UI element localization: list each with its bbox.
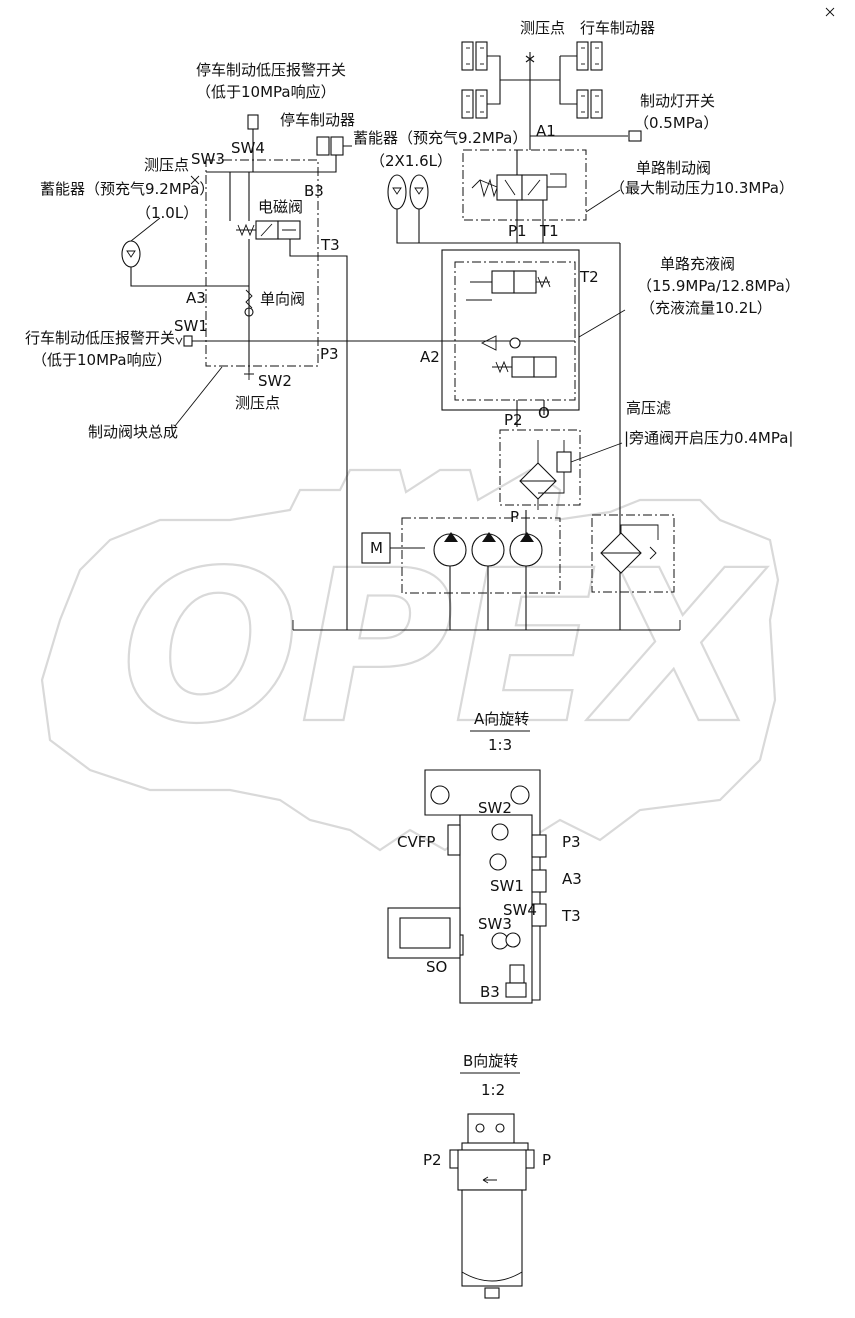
label-solenoid-valve: 电磁阀 <box>258 198 303 216</box>
label-test-point-left: 测压点 <box>144 156 189 174</box>
label-brake-light-switch-2: （0.5MPa） <box>634 114 718 132</box>
view-a-CVFP: CVFP <box>397 833 435 851</box>
view-a-SW2: SW2 <box>478 799 512 817</box>
view-b-scale: 1:2 <box>481 1081 505 1099</box>
label-accumulator-top-1: 蓄能器（预充气9.2MPa） <box>353 129 527 147</box>
port-SW1: SW1 <box>174 317 208 335</box>
brake-light-switch: 制动灯开关 （0.5MPa） A1 <box>530 92 718 142</box>
view-a-T3: T3 <box>561 907 581 925</box>
parking-brake: 停车制动器 停车制动低压报警开关 （低于10MPa响应） <box>196 61 355 173</box>
label-motor: M <box>370 539 383 557</box>
port-SW3: SW3 <box>191 150 225 168</box>
port-T3: T3 <box>320 236 340 254</box>
view-a-SO: SO <box>426 958 447 976</box>
view-b-P2: P2 <box>423 1151 442 1169</box>
label-test-point-top: 测压点 <box>520 19 565 37</box>
label-service-brake-top: 行车制动器 <box>580 19 655 37</box>
label-check-valve: 单向阀 <box>260 290 305 308</box>
label-hp-filter-1: 高压滤 <box>626 399 671 417</box>
charging-valve: T2 A2 P2 O 单路充液阀 （15.9MPa/12.8MPa） （充液流量… <box>420 243 800 630</box>
label-brake-block-assembly: 制动阀块总成 <box>88 423 178 441</box>
brake-caliper-bl <box>461 89 488 119</box>
port-O: O <box>538 404 550 422</box>
brake-caliper-tl <box>461 41 488 71</box>
view-a-SW3: SW3 <box>478 915 512 933</box>
view-a: A向旋转 1:3 SW2 CVFP P3 SW1 A3 SW4 T3 SW3 S… <box>387 710 582 1004</box>
label-parking-low-switch-2: （低于10MPa响应） <box>196 83 336 101</box>
label-hp-filter-2: |旁通阀开启压力0.4MPa| <box>624 429 793 447</box>
view-b: B向旋转 1:2 P2 P <box>423 1052 551 1299</box>
accumulators-top: 蓄能器（预充气9.2MPa） （2X1.6L） <box>353 129 620 244</box>
port-SW4: SW4 <box>231 139 265 157</box>
label-charging-valve-2: （15.9MPa/12.8MPa） <box>637 277 800 295</box>
view-b-P: P <box>542 1151 551 1169</box>
view-a-scale: 1:3 <box>488 736 512 754</box>
port-SW2: SW2 <box>258 372 292 390</box>
single-brake-valve: P1 T1 单路制动阀 （最大制动压力10.3MPa） <box>462 149 794 243</box>
port-B3: B3 <box>304 182 324 200</box>
view-a-title: A向旋转 <box>474 710 529 728</box>
port-A2: A2 <box>420 348 440 366</box>
port-P1: P1 <box>508 222 527 240</box>
port-P3: P3 <box>320 345 339 363</box>
pump-group: M <box>292 510 681 631</box>
label-test-point-bottom: 测压点 <box>235 394 280 412</box>
service-low-switch: 行车制动低压报警开关 （低于10MPa响应） <box>25 329 193 369</box>
view-b-title: B向旋转 <box>463 1052 518 1070</box>
label-parking-low-switch-1: 停车制动低压报警开关 <box>196 61 346 79</box>
label-service-low-switch-2: （低于10MPa响应） <box>32 351 172 369</box>
label-charging-valve-3: （充液流量10.2L） <box>640 299 772 317</box>
port-T1: T1 <box>539 222 559 240</box>
view-a-P3: P3 <box>562 833 581 851</box>
service-brakes: 测压点 行车制动器 <box>461 19 655 150</box>
label-charging-valve-1: 单路充液阀 <box>660 255 735 273</box>
view-a-A3: A3 <box>562 870 582 888</box>
return-filter <box>591 514 675 593</box>
port-A1: A1 <box>536 122 556 140</box>
watermark: OPEX <box>40 468 780 852</box>
port-P: P <box>510 508 519 526</box>
view-a-SW1: SW1 <box>490 877 524 895</box>
label-single-brake-valve-2: （最大制动压力10.3MPa） <box>610 179 794 197</box>
port-P2: P2 <box>504 411 523 429</box>
brake-valve-block: SW3 SW4 B3 T3 A3 SW1 P3 SW2 电磁阀 单向阀 测压点 … <box>88 139 442 630</box>
brake-caliper-tr <box>576 41 603 71</box>
view-a-B3: B3 <box>480 983 500 1001</box>
hp-filter: 高压滤 |旁通阀开启压力0.4MPa| P <box>499 399 793 526</box>
label-accumulator-left-2: （1.0L） <box>136 204 198 222</box>
view-a-SW4: SW4 <box>503 901 537 919</box>
label-brake-light-switch-1: 制动灯开关 <box>640 92 715 110</box>
corner-mark <box>825 7 835 17</box>
port-A3: A3 <box>186 289 206 307</box>
accumulator-left: 蓄能器（预充气9.2MPa） （1.0L） 测压点 <box>40 156 214 287</box>
label-accumulator-left-1: 蓄能器（预充气9.2MPa） <box>40 180 214 198</box>
label-parking-brake: 停车制动器 <box>280 111 355 129</box>
label-service-low-switch-1: 行车制动低压报警开关 <box>25 329 175 347</box>
brake-caliper-br <box>576 89 603 119</box>
label-single-brake-valve-1: 单路制动阀 <box>636 159 711 177</box>
port-T2: T2 <box>579 268 599 286</box>
label-accumulator-top-2: （2X1.6L） <box>370 152 452 170</box>
